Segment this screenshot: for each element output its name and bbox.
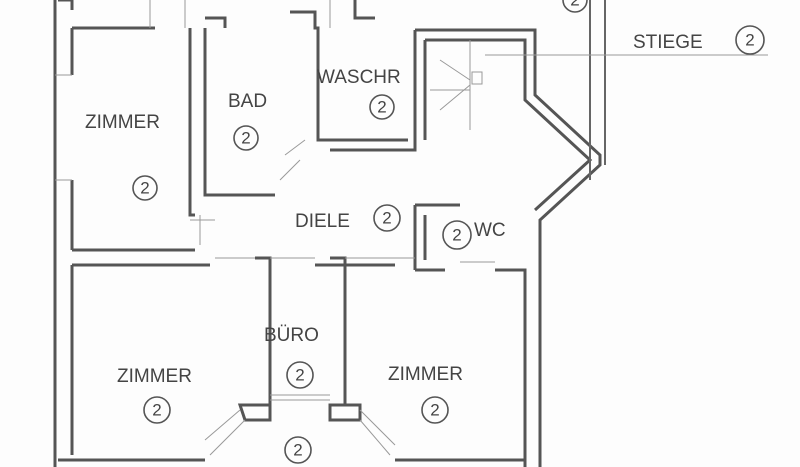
room-label: BAD bbox=[228, 91, 267, 112]
room-number-circle bbox=[286, 361, 314, 389]
room-number: 2 bbox=[241, 129, 250, 148]
room-number: 2 bbox=[570, 0, 579, 10]
room-number: 2 bbox=[377, 98, 386, 117]
walls bbox=[53, 0, 606, 467]
room-label: ZIMMER bbox=[85, 112, 160, 133]
room-label: STIEGE bbox=[633, 32, 703, 53]
room-label: BÜRO bbox=[264, 325, 319, 346]
room-number-circle bbox=[369, 94, 395, 120]
room-number-circle bbox=[284, 436, 312, 464]
room-number: 2 bbox=[452, 226, 461, 245]
room-number: 2 bbox=[745, 31, 754, 50]
room-number-circle bbox=[735, 25, 765, 55]
room-label: WC bbox=[474, 220, 506, 241]
room-number-circle bbox=[373, 204, 401, 232]
room-number-circle bbox=[421, 396, 449, 424]
room-number: 2 bbox=[295, 366, 304, 385]
room-number-circle bbox=[442, 220, 472, 250]
room-zimmer-bottom-left: ZIMMER 2 bbox=[117, 366, 192, 424]
room-number-circle bbox=[562, 0, 588, 13]
room-label: ZIMMER bbox=[388, 364, 463, 385]
room-number: 2 bbox=[382, 209, 391, 228]
room-number-circle bbox=[132, 175, 158, 201]
room-number: 2 bbox=[152, 401, 161, 420]
room-stiege: STIEGE 2 bbox=[633, 25, 765, 55]
room-zimmer-bottom-right: ZIMMER 2 bbox=[388, 364, 463, 424]
room-buero: BÜRO 2 bbox=[264, 325, 319, 389]
room-number-circle bbox=[143, 396, 171, 424]
room-zimmer-top-left: ZIMMER 2 bbox=[85, 112, 160, 201]
room-bad: BAD 2 bbox=[228, 91, 267, 151]
room-diele: DIELE 2 bbox=[295, 204, 401, 232]
room-number: 2 bbox=[430, 401, 439, 420]
room-wc: 2 WC bbox=[442, 220, 506, 250]
room-number-circle bbox=[233, 125, 259, 151]
room-erker: 2 bbox=[284, 436, 312, 464]
detail-lines bbox=[55, 0, 768, 456]
room-number: 2 bbox=[293, 441, 302, 460]
room-waschr: WASCHR 2 bbox=[317, 67, 401, 120]
room-label: ZIMMER bbox=[117, 366, 192, 387]
room-label: DIELE bbox=[295, 211, 350, 232]
room-number: 2 bbox=[140, 179, 149, 198]
room-top: 2 bbox=[562, 0, 588, 13]
room-label: WASCHR bbox=[317, 67, 401, 88]
